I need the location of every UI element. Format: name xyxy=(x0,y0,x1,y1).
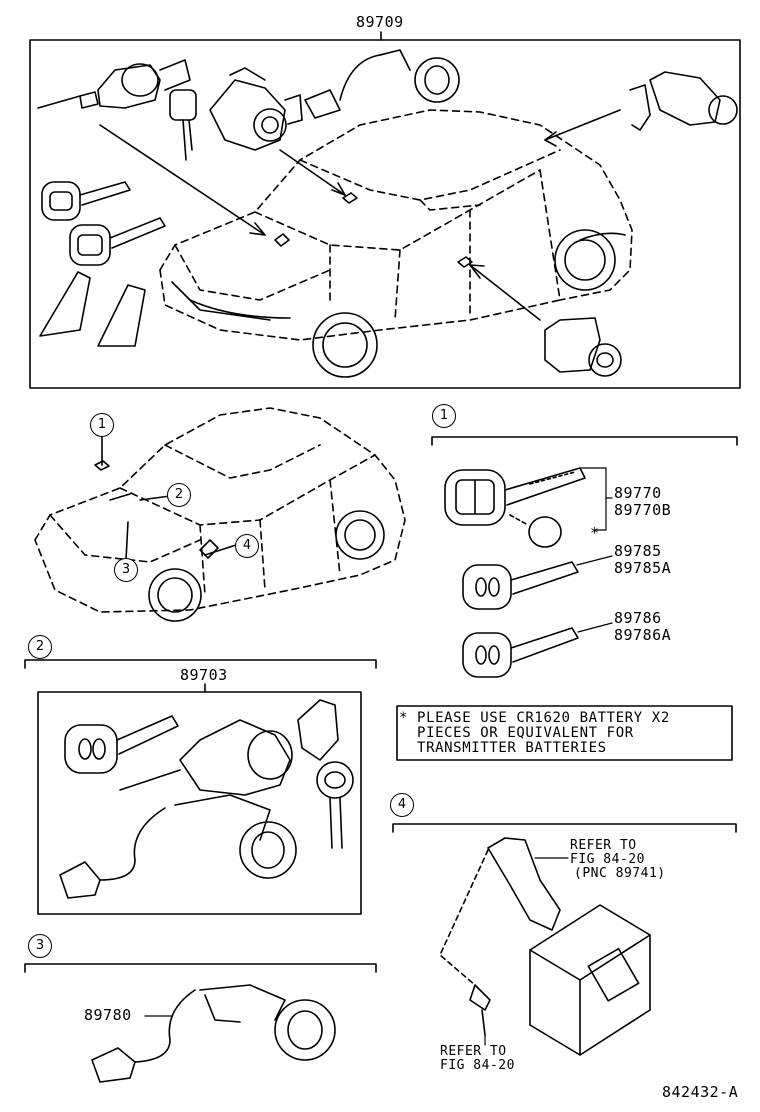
top-group-frame xyxy=(29,31,741,389)
section2-bracket xyxy=(24,659,377,915)
note-line-3: TRANSMITTER BATTERIES xyxy=(399,740,607,756)
note-line-2: PIECES OR EQUIVALENT FOR xyxy=(399,725,634,741)
section4-callout: 4 xyxy=(390,793,414,817)
section1-keys xyxy=(444,467,586,678)
top-car-wheels xyxy=(171,229,626,378)
refer-lower-line-2: FIG 84-20 xyxy=(440,1058,515,1073)
back-door-cylinder xyxy=(629,71,738,131)
top-pointer-arrows xyxy=(99,109,621,321)
overview-car-outline xyxy=(34,407,406,613)
refer-upper-line-2: FIG 84-20 xyxy=(570,852,645,867)
section3-parts xyxy=(91,984,336,1083)
battery-asterisk: * xyxy=(590,524,600,542)
overview-callout-1: 1 xyxy=(90,413,114,437)
keys-top xyxy=(41,181,166,266)
ignition-switch-top xyxy=(304,49,460,119)
part-89703: 89703 xyxy=(180,666,228,684)
section1-callout: 1 xyxy=(432,404,456,428)
section2-parts xyxy=(59,699,354,899)
trunk-cylinder-assembly xyxy=(209,67,303,151)
note-line-1: * PLEASE USE CR1620 BATTERY X2 xyxy=(399,710,670,726)
section4-parts xyxy=(439,837,651,1056)
top-car-outline xyxy=(159,109,633,341)
car-lock-markers xyxy=(274,192,473,268)
note-box xyxy=(396,705,733,761)
triangle-pads xyxy=(39,271,146,347)
section1-bracket xyxy=(431,436,738,446)
figure-id: 842432-A xyxy=(662,1083,739,1101)
section3-bracket xyxy=(24,963,377,973)
section4-bracket xyxy=(392,823,737,833)
overview-car-wheels xyxy=(148,510,385,622)
part-89786a: 89786A xyxy=(614,626,672,644)
refer-lower-line-1: REFER TO xyxy=(440,1044,507,1059)
section1-leaders xyxy=(576,467,613,633)
part-89780: 89780 xyxy=(84,1006,132,1024)
part-89785: 89785 xyxy=(614,542,662,560)
top-group-part-number: 89709 xyxy=(356,13,404,31)
part-89786: 89786 xyxy=(614,609,662,627)
door-cylinder-assembly-left xyxy=(37,59,197,161)
part-89770: 89770 xyxy=(614,484,662,502)
overview-callout-leaders xyxy=(94,434,237,561)
part-89785a: 89785A xyxy=(614,559,672,577)
section2-callout: 2 xyxy=(28,635,52,659)
overview-callout-2: 2 xyxy=(167,483,191,507)
door-cylinder-lower xyxy=(544,317,622,377)
refer-upper-line-3: (PNC 89741) xyxy=(574,866,666,881)
refer-upper-line-1: REFER TO xyxy=(570,838,637,853)
overview-callout-3: 3 xyxy=(114,558,138,582)
part-89770b: 89770B xyxy=(614,501,672,519)
overview-callout-4: 4 xyxy=(235,534,259,558)
section3-callout: 3 xyxy=(28,934,52,958)
